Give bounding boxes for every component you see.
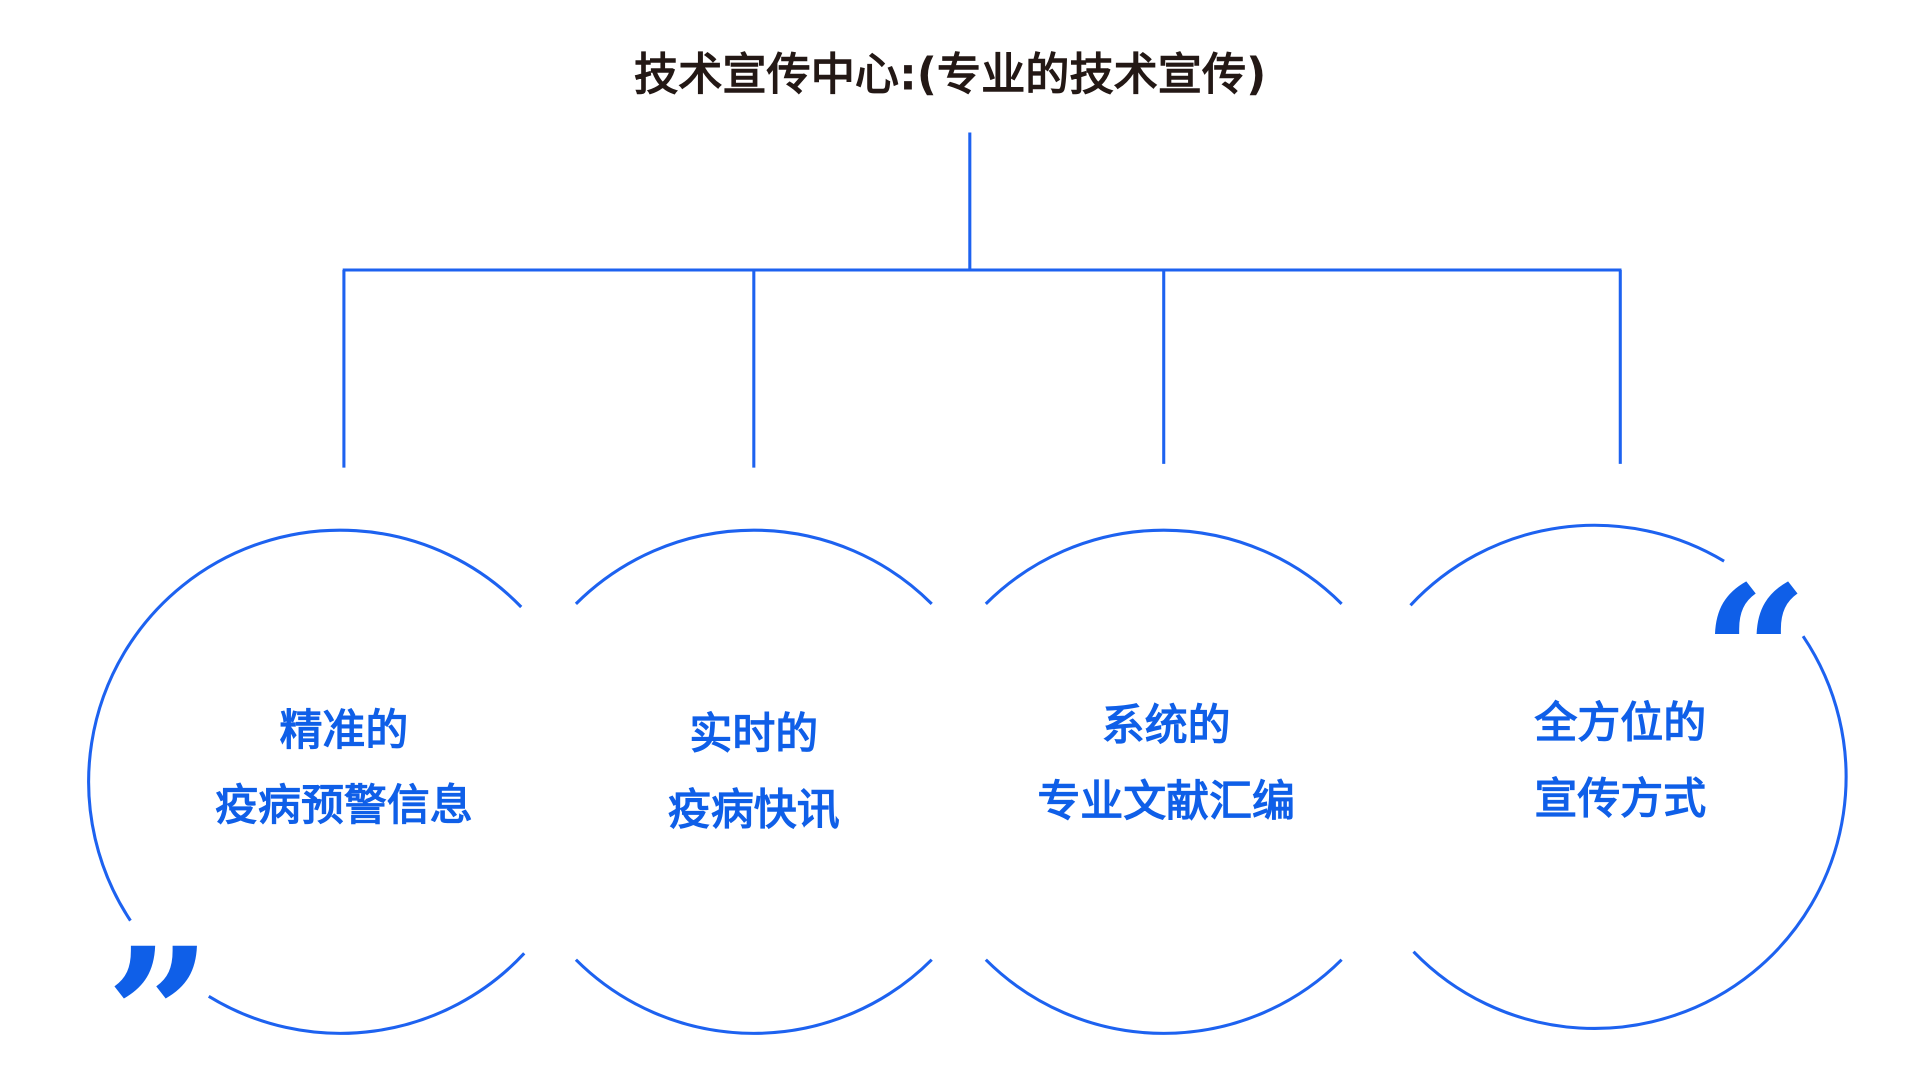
- node-1-line2: 疫病预警信息: [215, 781, 473, 831]
- close-quote-icon: ”: [106, 908, 212, 1080]
- circle-1-arc-bottom: [207, 952, 526, 1035]
- node-2-line1: 实时的: [689, 710, 818, 760]
- diagram-title: 技术宣传中心:(专业的技术宣传): [634, 50, 1266, 101]
- node-2: 实时的 疫病快讯: [668, 710, 840, 836]
- circle-4-arc-top: [1409, 523, 1725, 607]
- circle-2-arc-bottom: [574, 958, 933, 1035]
- node-3: 系统的 专业文献汇编: [1037, 701, 1295, 827]
- circle-3-arc-bottom: [984, 958, 1343, 1035]
- circle-3-arc-top: [984, 528, 1343, 605]
- circle-1-arc-main: [87, 528, 523, 922]
- open-quote-icon: “: [1702, 546, 1808, 762]
- circle-4-arc-right: [1412, 635, 1848, 1030]
- connector-tree: [342, 132, 1622, 468]
- node-1: 精准的 疫病预警信息: [215, 706, 473, 831]
- node-circles: [87, 523, 1848, 1035]
- circle-2-arc-top: [574, 528, 933, 605]
- node-4-line1: 全方位的: [1533, 699, 1706, 749]
- node-3-line2: 专业文献汇编: [1037, 777, 1295, 827]
- node-4: 全方位的 宣传方式: [1533, 699, 1706, 825]
- node-1-line1: 精准的: [279, 706, 408, 756]
- node-3-line1: 系统的: [1102, 701, 1231, 751]
- node-2-line2: 疫病快讯: [668, 786, 840, 836]
- node-4-line2: 宣传方式: [1534, 775, 1706, 825]
